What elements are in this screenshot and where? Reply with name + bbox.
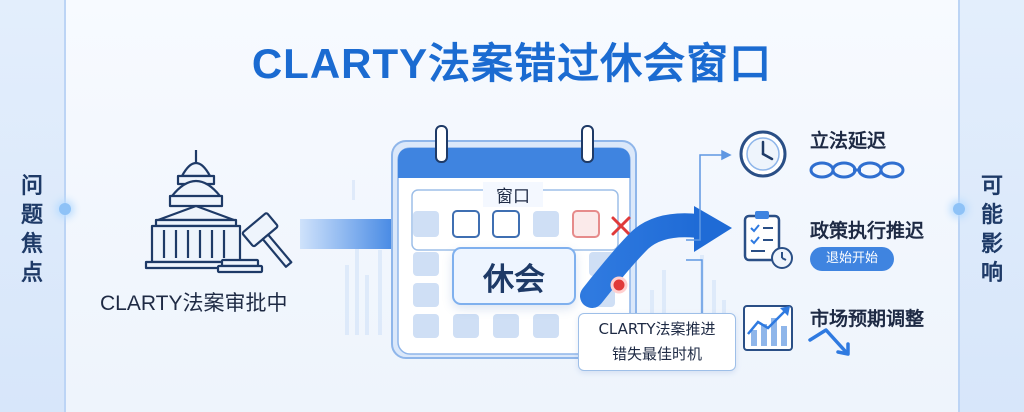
capitol-building-icon: [144, 150, 248, 270]
outgoing-curve-arrow-icon: [580, 206, 732, 308]
calendar-window-label: 窗口: [483, 182, 543, 207]
alert-dot-icon: [610, 276, 628, 294]
callout-line-1: CLARTY法案推进: [598, 320, 716, 338]
right-glow-dot: [953, 203, 965, 215]
right-side-panel: 可能影响: [953, 0, 1024, 412]
impact-title-market-adjustment: 市场预期调整: [810, 308, 925, 330]
left-glow-dot: [59, 203, 71, 215]
policy-delay-tag: 退始开始: [810, 247, 894, 271]
impact-connector-lines: [686, 149, 736, 336]
left-side-panel: 问题焦点: [0, 0, 71, 412]
missed-timing-callout: CLARTY法案推进 错失最佳时机: [578, 313, 736, 371]
bill-status-label: CLARTY法案审批中: [100, 292, 288, 315]
chain-links-icon: [809, 161, 905, 179]
missed-x-icon: [611, 216, 631, 236]
downward-trend-arrow-icon: [808, 328, 850, 356]
gavel-icon: [216, 212, 293, 274]
callout-line-2: 错失最佳时机: [611, 345, 702, 363]
impact-title-policy-delay: 政策执行推迟: [810, 220, 925, 242]
market-chart-icon: [743, 305, 793, 351]
checklist-clock-icon: [743, 211, 793, 269]
page-title: CLARTY法案错过休会窗口: [251, 40, 773, 87]
left-panel-label: 问题焦点: [20, 174, 43, 286]
impact-title-legislative-delay: 立法延迟: [810, 130, 887, 152]
clock-icon: [739, 130, 787, 178]
right-panel-label: 可能影响: [980, 174, 1003, 286]
recess-card: 休会: [452, 247, 576, 305]
